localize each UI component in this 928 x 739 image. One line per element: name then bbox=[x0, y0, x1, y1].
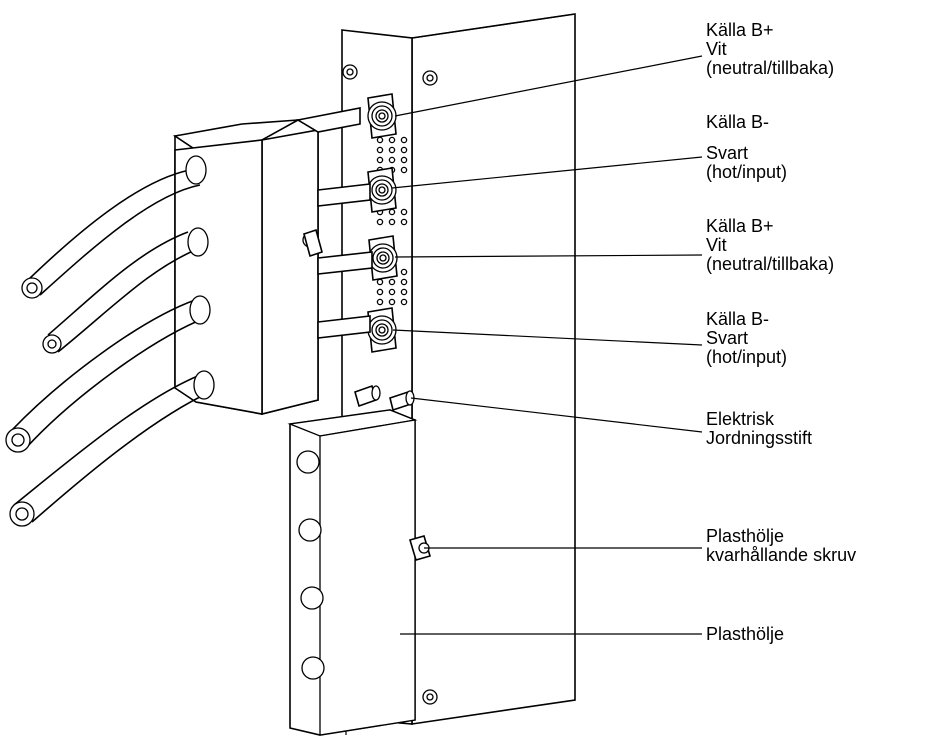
callout-line: Källa B- bbox=[706, 309, 770, 329]
vent-hole bbox=[400, 268, 408, 276]
callout-line: Vit bbox=[706, 235, 727, 255]
terminal-stud bbox=[367, 93, 397, 139]
callout-plastic-cover: Plasthölje bbox=[706, 625, 784, 644]
vent-hole bbox=[388, 218, 396, 226]
vent-hole bbox=[400, 218, 408, 226]
power-cables bbox=[5, 155, 215, 527]
vent-hole bbox=[400, 278, 408, 286]
vent-hole bbox=[388, 288, 396, 296]
terminal-stud bbox=[367, 307, 397, 353]
vent-hole bbox=[388, 146, 396, 154]
vent-hole bbox=[376, 218, 384, 226]
callout-line: (neutral/tillbaka) bbox=[706, 58, 835, 78]
vent-hole bbox=[376, 156, 384, 164]
callout-line: Källa B+ bbox=[706, 216, 774, 236]
lead-wires bbox=[295, 107, 373, 339]
terminal-stud bbox=[367, 167, 397, 213]
callout-line: (hot/input) bbox=[706, 347, 788, 367]
vent-hole bbox=[376, 298, 384, 306]
callout-line: (hot/input) bbox=[706, 162, 788, 182]
callout-source-b-plus-2: Källa B+ Vit (neutral/tillbaka) bbox=[706, 217, 834, 274]
callout-source-b-plus-1: Källa B+ Vit (neutral/tillbaka) bbox=[706, 21, 834, 78]
vent-hole bbox=[376, 146, 384, 154]
callout-line: Elektrisk bbox=[706, 409, 775, 429]
callout-line: Källa B- bbox=[706, 112, 770, 132]
vent-hole bbox=[400, 166, 408, 174]
vent-hole bbox=[376, 278, 384, 286]
vent-hole bbox=[400, 146, 408, 154]
vent-hole bbox=[376, 136, 384, 144]
callout-line: (neutral/tillbaka) bbox=[706, 254, 835, 274]
callout-ground-pin: Elektrisk Jordningsstift bbox=[706, 410, 812, 448]
callout-source-b-minus-1: Källa B- Svart (hot/input) bbox=[706, 113, 787, 182]
vent-hole bbox=[388, 136, 396, 144]
vent-hole bbox=[388, 278, 396, 286]
callout-line: Plasthölje bbox=[706, 526, 785, 546]
vent-hole bbox=[400, 288, 408, 296]
callout-line: Källa B+ bbox=[706, 20, 774, 40]
terminal-stud bbox=[368, 235, 398, 281]
vent-hole bbox=[376, 288, 384, 296]
vent-hole bbox=[388, 208, 396, 216]
callout-cover-screw: Plasthölje kvarhållande skruv bbox=[706, 527, 856, 565]
vent-holes bbox=[376, 136, 408, 306]
leader-lines bbox=[391, 55, 703, 635]
terminal-studs bbox=[367, 93, 398, 353]
vent-hole bbox=[388, 156, 396, 164]
callout-line: Svart bbox=[706, 328, 749, 348]
plastic-cover-box bbox=[287, 409, 431, 736]
vent-hole bbox=[400, 136, 408, 144]
callout-line: Svart bbox=[706, 143, 749, 163]
callout-line: Plasthölje bbox=[706, 624, 785, 644]
callout-line: Jordningsstift bbox=[706, 428, 813, 448]
vent-hole bbox=[388, 298, 396, 306]
vent-hole bbox=[400, 208, 408, 216]
cable-clamp-block bbox=[172, 119, 323, 416]
callout-line: Vit bbox=[706, 39, 727, 59]
vent-hole bbox=[400, 156, 408, 164]
callout-line: kvarhållande skruv bbox=[706, 545, 857, 565]
vent-hole bbox=[400, 298, 408, 306]
callout-source-b-minus-2: Källa B- Svart (hot/input) bbox=[706, 310, 787, 367]
ground-pins bbox=[354, 384, 415, 412]
